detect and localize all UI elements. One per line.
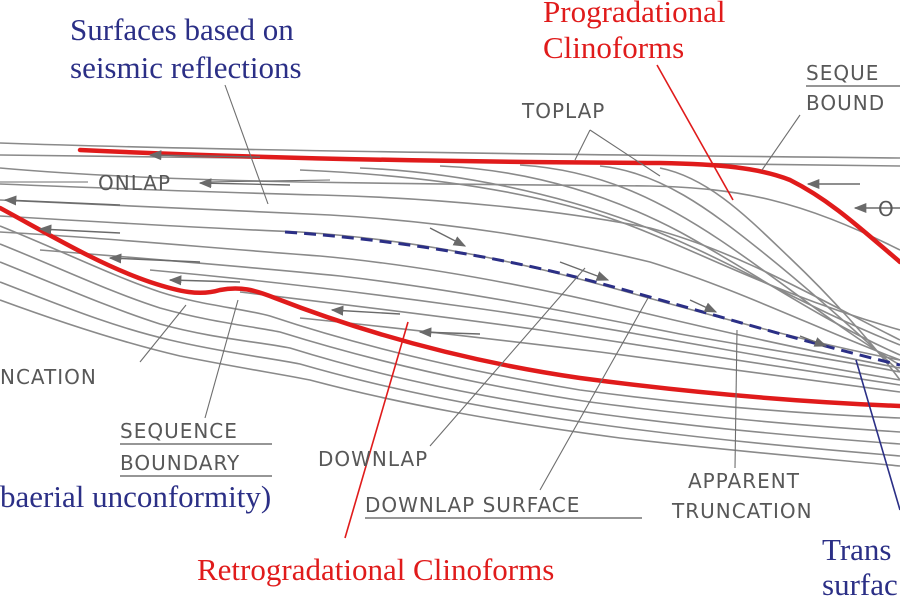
downlap-surface-line	[284, 230, 900, 367]
leader-transgressive	[855, 359, 900, 511]
leader-toplap	[574, 129, 661, 177]
reflection-line	[0, 281, 900, 457]
clinoform-line	[519, 164, 900, 366]
reflection-line	[299, 317, 900, 393]
leader-surfaces	[224, 84, 269, 205]
label-truncation: NCATION	[0, 365, 97, 389]
leader-retrogradational	[344, 321, 409, 539]
label-retrogradational: Retrogradational Clinoforms	[197, 552, 554, 587]
leader-onlap	[0, 179, 331, 183]
label-surfaces-line1: Surfaces based on	[70, 12, 294, 47]
leader-truncation	[139, 304, 187, 363]
leader-downlap	[429, 267, 586, 447]
reflection-line	[0, 225, 900, 419]
leader-progradational	[656, 64, 734, 201]
clinoform-line	[439, 165, 900, 356]
label-sequence-boundary-line2: BOUNDARY	[120, 451, 240, 475]
reflection-line	[0, 243, 900, 433]
reflection-line	[0, 261, 900, 445]
leader-sequence-boundary	[204, 299, 239, 419]
label-sequence-boundary-right-line2: BOUND	[806, 91, 885, 115]
label-sequence-boundary-right-line1: SEQUE	[806, 61, 879, 85]
label-apparent-truncation-line1: APPARENT	[688, 469, 800, 493]
label-transgressive-line1: Trans	[822, 532, 892, 567]
label-downlap: DOWNLAP	[318, 447, 428, 471]
label-progradational-line1: Progradational	[543, 0, 726, 29]
label-onlap: ONLAP	[98, 171, 171, 195]
reflection-line	[0, 231, 900, 369]
label-surfaces-line2: seismic reflections	[70, 50, 302, 85]
leader-lines	[0, 64, 900, 539]
label-downlap-surface: DOWNLAP SURFACE	[365, 493, 580, 517]
reflection-line	[0, 199, 900, 361]
clinoform-line	[599, 165, 900, 373]
label-apparent-truncation-line2: TRUNCATION	[671, 499, 813, 523]
clinoform-line	[659, 167, 900, 381]
reflection-line	[0, 183, 900, 341]
leader-sequence-boundary-right	[761, 114, 801, 171]
reflection-line	[149, 269, 900, 381]
label-toplap: TOPLAP	[521, 99, 605, 123]
lower-sequence-boundary-line	[0, 205, 900, 409]
label-progradational-line2: Clinoforms	[543, 30, 684, 65]
reflection-line	[0, 299, 900, 467]
label-sequence-boundary-line1: SEQUENCE	[120, 419, 238, 443]
reflection-line	[0, 142, 900, 159]
leader-downlap-surface	[539, 297, 649, 491]
leader-apparent-truncation	[734, 329, 738, 469]
clinoform-line	[299, 169, 900, 331]
strata-reflections	[0, 142, 900, 467]
label-subaerial-unconformity: baerial unconformity)	[0, 479, 271, 514]
label-transgressive-line2: surfac	[822, 567, 898, 600]
reflection-line	[239, 291, 900, 386]
label-onlap-right: O	[878, 197, 895, 221]
reflection-arrows	[3, 150, 900, 347]
